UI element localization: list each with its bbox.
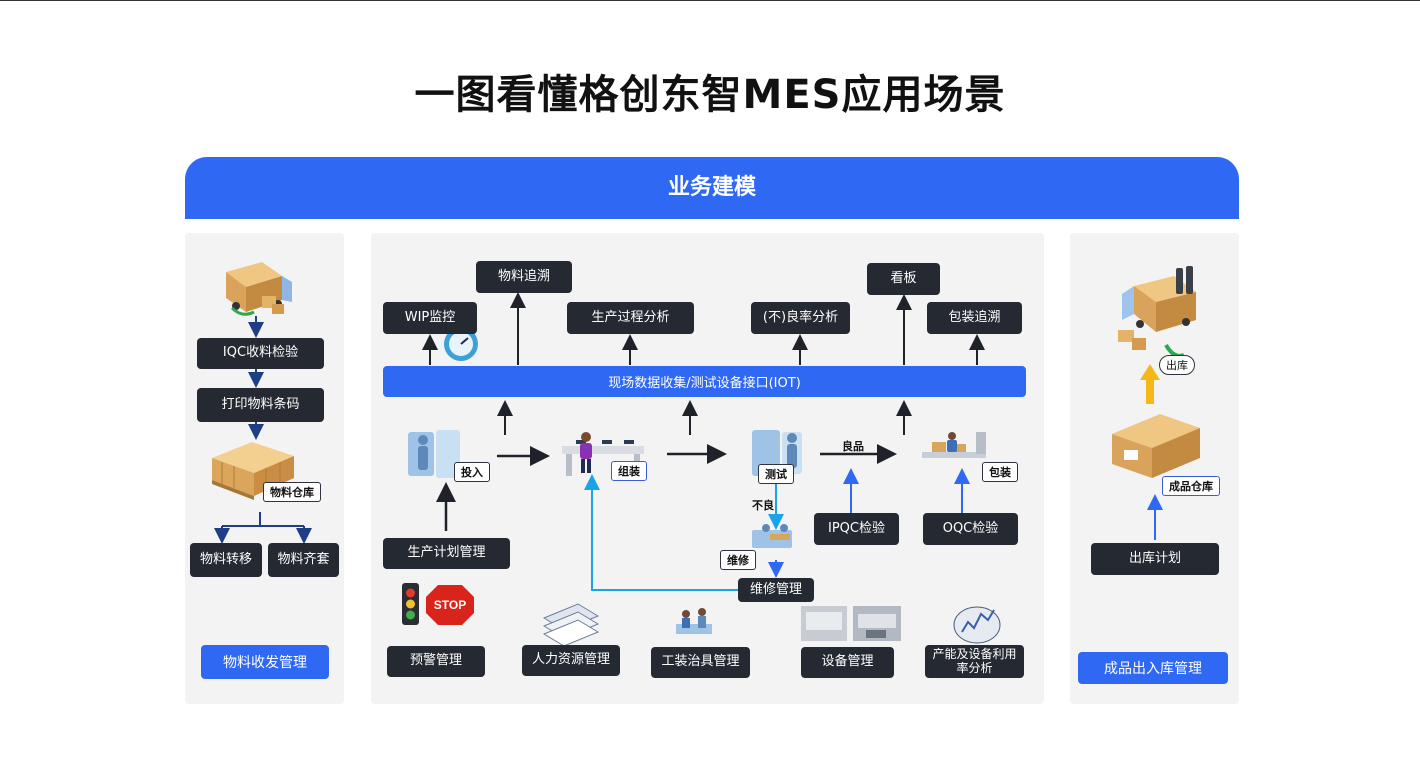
input-station-tag: 投入 — [454, 462, 490, 482]
iot-interface-bar[interactable]: 现场数据收集/测试设备接口(IOT) — [383, 366, 1026, 397]
finished-warehouse-tag: 成品仓库 — [1162, 476, 1220, 496]
kanban-box[interactable]: 看板 — [867, 263, 940, 295]
oqc-box[interactable]: OQC检验 — [923, 513, 1018, 545]
workers-tools-icon — [676, 608, 712, 634]
page-title: 一图看懂格创东智MES应用场景 — [414, 72, 1006, 118]
iqc-inspection-box[interactable]: IQC收料检验 — [197, 338, 324, 369]
ipqc-box[interactable]: IPQC检验 — [814, 513, 899, 545]
print-barcode-box[interactable]: 打印物料条码 — [197, 388, 324, 422]
test-station-tag: 测试 — [758, 464, 794, 484]
material-flow-arrows — [214, 316, 312, 544]
material-kitting-box[interactable]: 物料齐套 — [268, 543, 339, 577]
assembly-station-tag: 组装 — [611, 461, 647, 481]
top-rule — [0, 0, 1420, 1]
fixture-management-box[interactable]: 工装治具管理 — [651, 647, 750, 678]
up-arrow-icon — [1140, 364, 1160, 404]
outbound-plan-box[interactable]: 出库计划 — [1091, 543, 1219, 575]
material-warehouse-tag: 物料仓库 — [263, 482, 321, 502]
alert-management-box[interactable]: 预警管理 — [387, 646, 485, 677]
upload-arrows — [422, 292, 985, 435]
repair-loop-arrows — [584, 474, 784, 591]
stop-sign-icon: STOP — [426, 585, 474, 625]
section-header: 业务建模 — [185, 157, 1239, 219]
hr-management-box[interactable]: 人力资源管理 — [522, 645, 620, 676]
material-trace-box[interactable]: 物料追溯 — [476, 261, 572, 293]
delivery-truck-icon — [226, 262, 292, 316]
repair-management-box[interactable]: 维修管理 — [738, 578, 814, 602]
package-station-tag: 包装 — [982, 462, 1018, 482]
material-transfer-box[interactable]: 物料转移 — [190, 543, 262, 577]
good-label: 良品 — [842, 440, 864, 453]
packing-station-icon — [922, 432, 986, 458]
traffic-light-icon — [402, 583, 419, 625]
production-plan-box[interactable]: 生产计划管理 — [383, 538, 510, 569]
equipment-photos-icon — [801, 606, 901, 641]
yield-analysis-box[interactable]: (不)良率分析 — [751, 302, 850, 334]
defect-label: 不良 — [752, 499, 774, 512]
finished-goods-management-button[interactable]: 成品出入库管理 — [1078, 652, 1228, 684]
material-management-button[interactable]: 物料收发管理 — [201, 645, 329, 679]
shipping-truck-icon — [1118, 266, 1196, 358]
gauge-icon — [444, 327, 478, 361]
stop-sign-text: STOP — [434, 598, 466, 612]
input-station-icon — [408, 430, 460, 478]
inspection-arrows — [768, 468, 1163, 578]
process-analysis-box[interactable]: 生产过程分析 — [567, 302, 694, 334]
finished-goods-box-icon — [1112, 414, 1200, 478]
package-trace-box[interactable]: 包装追溯 — [927, 302, 1022, 334]
wip-monitor-box[interactable]: WIP监控 — [383, 302, 477, 334]
equipment-management-box[interactable]: 设备管理 — [801, 647, 894, 678]
repair-station-tag: 维修 — [720, 550, 756, 570]
outbound-tag: 出库 — [1159, 355, 1195, 375]
documents-stack-icon — [542, 603, 600, 647]
analytics-chart-icon — [953, 606, 1001, 644]
capacity-analysis-box[interactable]: 产能及设备利用率分析 — [925, 645, 1024, 678]
process-flow-arrows — [436, 444, 897, 531]
